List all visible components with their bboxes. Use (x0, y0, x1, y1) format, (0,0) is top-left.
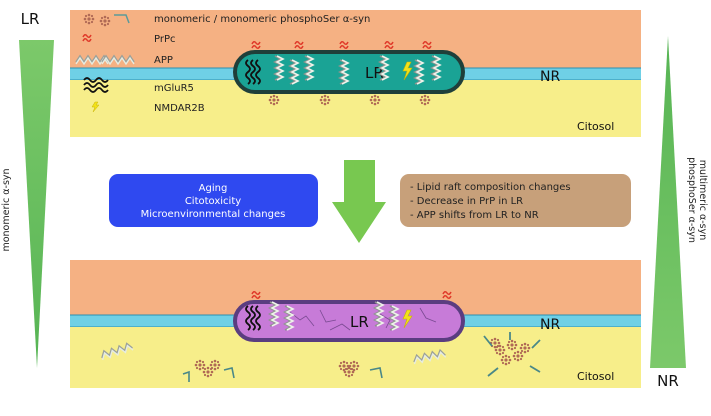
effects-line-1: - Lipid raft composition changes (410, 182, 571, 193)
top-cytosol-label: Citosol (577, 120, 614, 133)
bottom-lipid-raft (233, 300, 465, 342)
top-raft-label: LR (365, 64, 384, 82)
left-scale-side-label: monomeric α-syn (1, 168, 12, 251)
down-arrow (332, 160, 386, 243)
top-membrane-panel: LR NR Citosol (70, 10, 641, 137)
legend-label-nmdar2b: NMDAR2B (154, 103, 205, 114)
legend-label-monomer: monomeric / monomeric phosphoSer α-syn (154, 14, 370, 25)
top-lipid-raft (233, 50, 465, 94)
legend-label-app: APP (154, 55, 173, 66)
top-nr-label: NR (540, 69, 560, 85)
right-gradient-triangle (650, 36, 686, 368)
causes-line-3: Microenvironmental changes (141, 209, 286, 220)
legend: monomeric / monomeric phosphoSer α-syn P… (75, 13, 370, 114)
effects-line-3: - APP shifts from LR to NR (410, 210, 539, 221)
effects-line-2: - Decrease in PrP in LR (410, 196, 523, 207)
causes-box: Aging Citotoxicity Microenvironmental ch… (109, 174, 318, 227)
right-scale-side-label-1: multimeric α-syn (697, 160, 708, 240)
bottom-oligomer-icon-2 (338, 360, 383, 379)
left-gradient-triangle (19, 40, 54, 368)
top-monomer-icon-1 (268, 94, 280, 106)
bottom-fibril-cluster-icon (483, 332, 541, 377)
bottom-raft-label: LR (350, 313, 369, 331)
legend-monomer-icon (83, 13, 130, 27)
bottom-cytosol-label: Citosol (577, 370, 614, 383)
legend-label-mglur5: mGluR5 (154, 83, 194, 94)
bottom-nr-label: NR (540, 317, 560, 333)
top-monomer-icon-2 (319, 94, 331, 106)
effects-box: - Lipid raft composition changes - Decre… (400, 174, 631, 227)
causes-line-2: Citotoxicity (185, 196, 241, 207)
top-monomer-icon-4 (419, 94, 431, 106)
left-scale-top-label: LR (21, 10, 40, 28)
causes-line-1: Aging (199, 183, 228, 194)
bottom-membrane-panel: LR NR Citosol (70, 260, 641, 388)
bottom-oligomer-icon-1 (182, 359, 235, 382)
right-scale-bottom-label: NR (657, 372, 679, 390)
top-monomer-icon-3 (369, 94, 381, 106)
right-scale-side-label-2: phosphoSer α-syn (686, 157, 697, 243)
legend-label-prpc: PrPc (154, 34, 176, 45)
